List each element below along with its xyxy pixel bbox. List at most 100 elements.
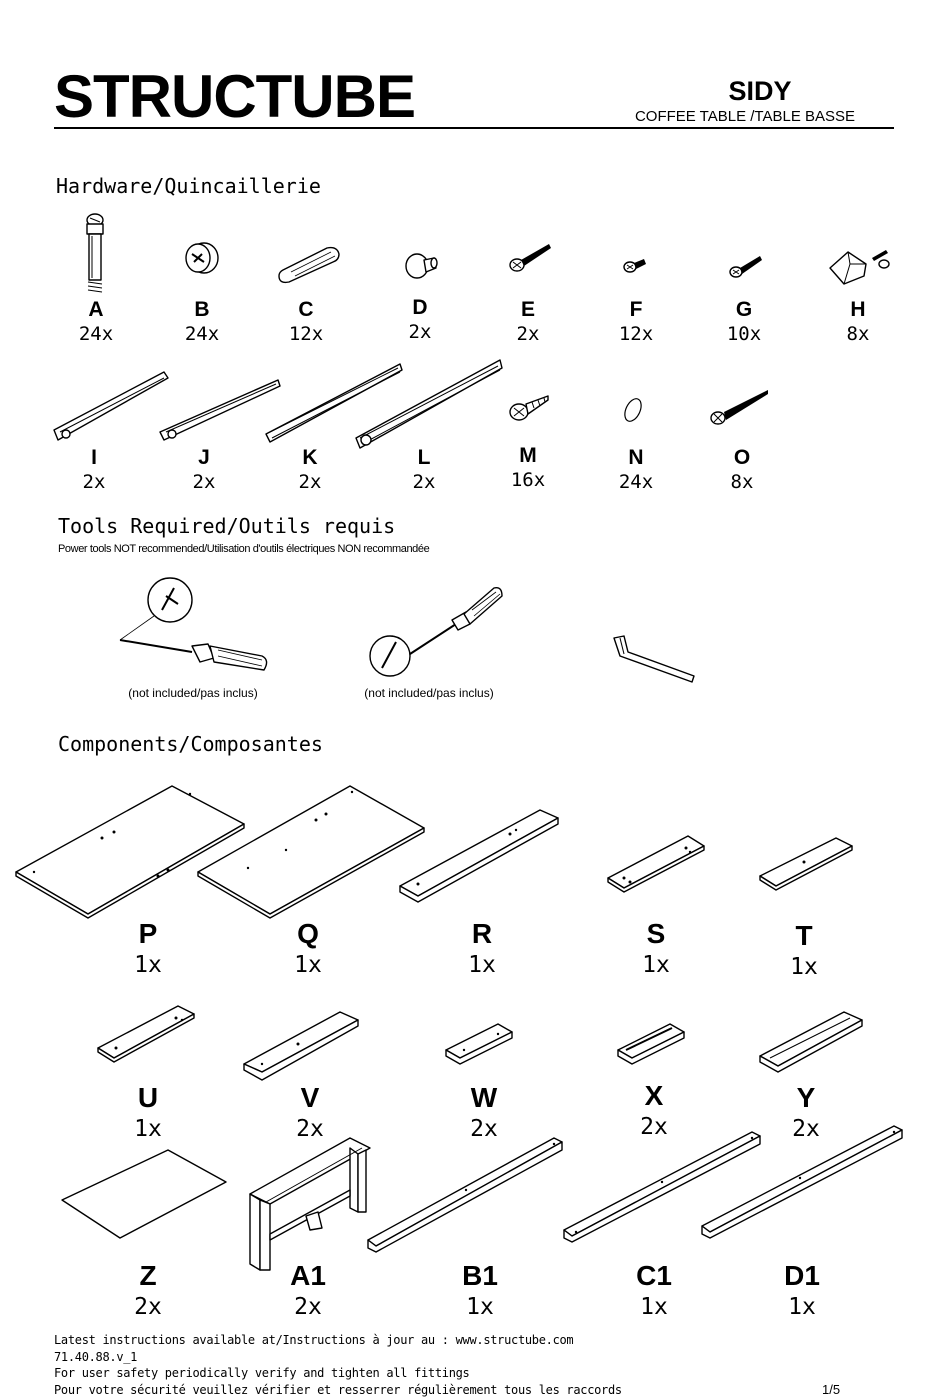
component-qty: 1x xyxy=(642,952,670,978)
component-qty: 1x xyxy=(788,1294,816,1320)
component-qty: 2x xyxy=(134,1294,162,1320)
item-code: D xyxy=(412,296,428,319)
component-qty: 1x xyxy=(134,1116,162,1142)
rod-d1-icon xyxy=(701,1125,903,1239)
component-qty: 2x xyxy=(296,1116,324,1142)
component-code: Y xyxy=(796,1082,816,1113)
item-qty: 16x xyxy=(510,469,546,491)
item-qty: 2x xyxy=(408,321,432,343)
component-v: V 2x xyxy=(250,1082,370,1144)
drawer-slide-icon xyxy=(265,363,403,443)
item-qty: 10x xyxy=(726,323,762,345)
component-code: C1 xyxy=(636,1260,672,1291)
flat-screwdriver-icon xyxy=(369,586,503,677)
component-qty: 1x xyxy=(134,952,162,978)
item-qty: 8x xyxy=(730,471,754,493)
item-code: C xyxy=(298,298,314,321)
item-code: N xyxy=(628,446,644,469)
item-code: M xyxy=(519,444,537,467)
panel-s-icon xyxy=(607,835,705,893)
drawer-slide-icon xyxy=(355,359,503,449)
item-qty: 24x xyxy=(184,323,220,345)
component-code: U xyxy=(137,1082,159,1113)
wood-screw-icon xyxy=(509,395,549,421)
brand-logo: STRUCTUBE xyxy=(54,63,416,130)
drawer-slide-icon xyxy=(53,371,169,441)
drawer-slide-icon xyxy=(159,379,281,441)
component-u: U 1x xyxy=(88,1082,208,1144)
short-screw-icon xyxy=(623,259,646,273)
cam-lock-icon xyxy=(185,242,219,274)
component-code: T xyxy=(795,920,813,951)
hardware-title: Hardware/Quincaillerie xyxy=(56,174,321,198)
product-type: COFFEE TABLE /TABLE BASSE xyxy=(634,108,856,125)
footer-notes: Latest instructions available at/Instruc… xyxy=(54,1332,622,1398)
item-code: E xyxy=(520,298,535,321)
cam-bolt-icon xyxy=(86,213,104,293)
ring-icon xyxy=(624,398,642,422)
component-qty: 1x xyxy=(294,952,322,978)
item-qty: 2x xyxy=(298,471,322,493)
model-name: SIDY xyxy=(728,76,792,106)
screw-icon xyxy=(509,244,551,272)
panel-x-icon xyxy=(617,1023,685,1065)
item-code: I xyxy=(91,446,97,469)
panel-v-icon xyxy=(243,1011,359,1081)
item-qty: 8x xyxy=(846,323,870,345)
tool-label: (not included/pas inclus) xyxy=(364,686,494,700)
panel-p-icon xyxy=(15,785,245,919)
component-code: P xyxy=(138,918,158,949)
item-code: B xyxy=(194,298,210,321)
tool-label: (not included/pas inclus) xyxy=(128,686,258,700)
footer-safety-fr: Pour votre sécurité veuillez vérifier et… xyxy=(54,1382,622,1397)
page-number: 1/5 xyxy=(822,1382,841,1397)
component-code: A1 xyxy=(290,1260,326,1291)
component-z: Z 2x xyxy=(88,1260,208,1322)
component-qty: 1x xyxy=(790,954,818,980)
component-qty: 1x xyxy=(468,952,496,978)
footer-instructions-link[interactable]: Latest instructions available at/Instruc… xyxy=(54,1333,574,1347)
component-qty: 2x xyxy=(470,1116,498,1142)
item-code: F xyxy=(629,298,643,321)
footer-safety-en: For user safety periodically verify and … xyxy=(54,1366,470,1380)
panel-t-icon xyxy=(759,837,853,891)
component-code: D1 xyxy=(784,1260,820,1291)
item-code: L xyxy=(417,446,431,469)
item-code: O xyxy=(733,446,751,469)
item-qty: 12x xyxy=(618,323,654,345)
component-code: B1 xyxy=(462,1260,498,1291)
tools-title: Tools Required/Outils requis xyxy=(58,514,396,538)
component-code: Z xyxy=(139,1260,157,1291)
item-qty: 12x xyxy=(288,323,324,345)
phillips-screwdriver-icon xyxy=(119,577,268,671)
component-code: V xyxy=(300,1082,320,1113)
component-qty: 1x xyxy=(640,1294,668,1320)
component-qty: 2x xyxy=(640,1114,668,1140)
panel-w-icon xyxy=(445,1023,513,1065)
tools-note: Power tools NOT recommended/Utilisation … xyxy=(58,543,430,555)
item-qty: 2x xyxy=(192,471,216,493)
panel-q-icon xyxy=(197,785,425,919)
item-code: J xyxy=(198,446,210,469)
